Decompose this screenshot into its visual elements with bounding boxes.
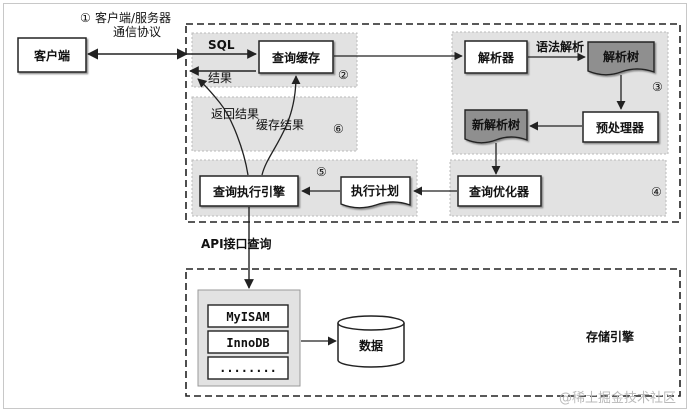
cache-result-label: 缓存结果 [256, 118, 304, 132]
parser-box [464, 40, 528, 74]
myisam-box [207, 304, 289, 328]
preprocessor-box [582, 111, 659, 143]
exec-plan-doc [340, 176, 411, 209]
server-layer-container [185, 23, 681, 223]
parser-label: 解析器 [478, 50, 515, 65]
optimizer-number: ④ [651, 185, 662, 199]
query-engine-box [199, 175, 299, 207]
new-parse-tree-label: 新解析树 [472, 117, 520, 132]
innodb-label: InnoDB [226, 336, 269, 350]
return-group-area [191, 96, 358, 152]
protocol-label-line2: 通信协议 [113, 24, 161, 39]
sql-label: SQL [208, 38, 235, 52]
parse-tree-label: 解析树 [603, 49, 639, 64]
storage-layer-container [185, 268, 681, 397]
exec-number: ⑤ [316, 165, 327, 179]
myisam-label: MyISAM [226, 310, 269, 324]
return-result-arrow [197, 78, 249, 176]
return-result-label: 返回结果 [211, 107, 259, 121]
cache-result-arrow [261, 75, 301, 176]
syntax-parse-label: 语法解析 [536, 39, 584, 54]
new-parse-tree-doc [464, 109, 528, 144]
client-box [17, 37, 87, 73]
protocol-number: ① [80, 11, 91, 25]
optimizer-box [457, 175, 542, 207]
api-query-label: API接口查询 [201, 236, 272, 251]
query-engine-label: 查询执行引擎 [212, 184, 285, 199]
cache-number: ② [338, 68, 349, 82]
data-cylinder-icon [337, 315, 405, 368]
innodb-box [207, 330, 289, 354]
optimizer-label: 查询优化器 [468, 184, 530, 199]
protocol-label-line1: 客户端/服务器 [95, 10, 171, 25]
query-cache-label: 查询缓存 [271, 50, 320, 65]
data-label: 数据 [359, 338, 383, 353]
client-label: 客户端 [33, 48, 70, 63]
storage-engine-label: 存储引擎 [585, 329, 634, 344]
return-number: ⑥ [333, 122, 344, 136]
parse-number: ③ [652, 80, 663, 94]
watermark-text: @稀土掘金技术社区 [559, 390, 676, 406]
more-engines-box [207, 356, 289, 380]
preprocessor-label: 预处理器 [596, 120, 645, 135]
query-cache-box [258, 40, 334, 74]
result-label: 结果 [208, 71, 232, 85]
parse-tree-doc [587, 41, 655, 76]
more-engines-label: ........ [219, 361, 277, 375]
exec-plan-label: 执行计划 [351, 183, 399, 198]
